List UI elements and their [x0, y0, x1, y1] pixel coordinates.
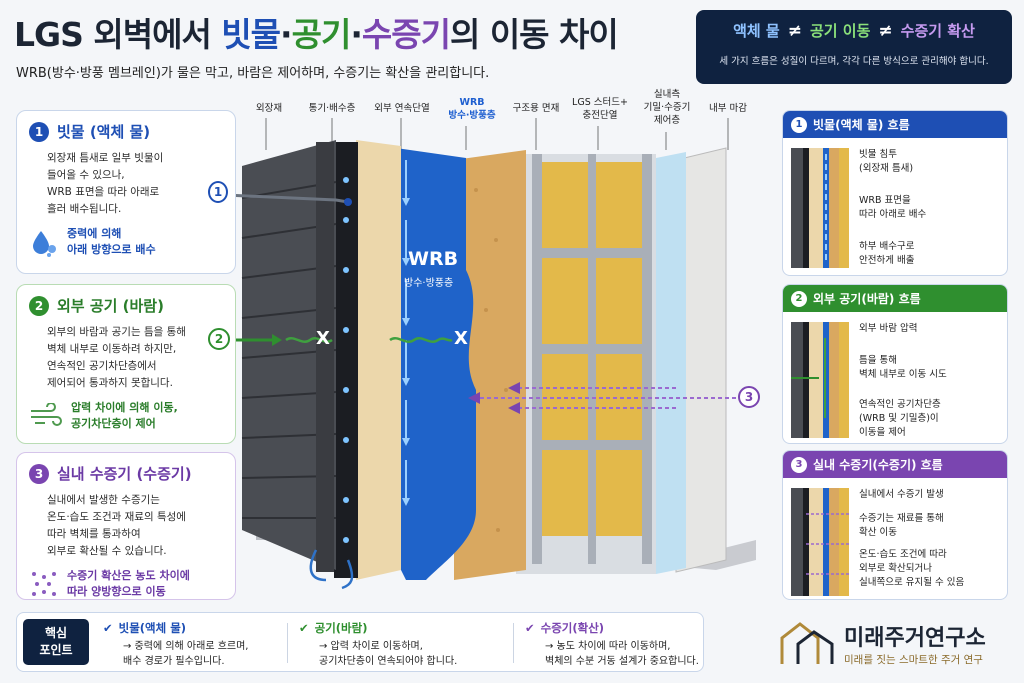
company-logo: 미래주거연구소 미래를 짓는 스마트한 주거 연구 — [774, 614, 1014, 674]
title-part1: LGS 외벽에서 — [14, 15, 222, 54]
not-equal-sign: ≠ — [787, 20, 802, 41]
mini-wall-air-icon — [791, 322, 849, 438]
water-drop-icon — [33, 231, 56, 257]
not-equal-sign: ≠ — [878, 20, 893, 41]
summary-item-air: 공기 이동 — [809, 22, 871, 40]
page-subtitle: WRB(방수·방풍 멤브레인)가 물은 막고, 바람은 제어하며, 수증기는 확… — [16, 66, 490, 81]
check-icon: ✔ — [103, 621, 113, 635]
layer-label-lgs: LGS 스터드+충전단열 — [572, 97, 628, 121]
summary-box: 액체 물 ≠ 공기 이동 ≠ 수증기 확산 세 가지 흐름은 성질이 다르며, … — [696, 10, 1012, 84]
wrb-overlay-sublabel: 방수·방풍층 — [404, 278, 454, 289]
card-title: 실내 수증기 (수증기) — [57, 465, 192, 483]
layer-label-cladding: 외장재 — [255, 103, 283, 114]
air-block-x-icon: X — [454, 328, 468, 349]
marker-1-icon: 1 — [208, 181, 228, 203]
summary-item-vapor: 수증기 확산 — [900, 22, 975, 40]
title-part2: 의 이동 차이 — [449, 15, 619, 54]
mini-wall-water-icon — [791, 148, 849, 268]
page-title: LGS 외벽에서 빗물·공기·수증기의 이동 차이 — [14, 8, 619, 56]
title-water: 빗물 — [221, 15, 281, 54]
layer-label-ci: 외부 연속단열 — [374, 103, 430, 114]
key-point-air: ✔공기(바람) → 압력 차이로 이동하며, 공기차단층이 연속되어야 합니다. — [299, 621, 458, 667]
wall-layers-svg — [236, 118, 756, 590]
card-number: 3 — [29, 463, 49, 484]
wrb-overlay-label: WRB — [408, 248, 459, 270]
logo-slogan: 미래를 짓는 스마트한 주거 연구 — [844, 654, 983, 666]
vapor-dots-icon — [32, 572, 56, 596]
summary-desc: 세 가지 흐름은 성질이 다르며, 각각 다른 방식으로 관리해야 합니다. — [719, 56, 989, 67]
key-point-vapor: ✔수증기(확산) → 농도 차이에 따라 이동하며, 벽체의 수분 거동 설계가… — [525, 621, 699, 667]
marker-3-icon: 3 — [738, 386, 760, 408]
house-logo-icon — [780, 622, 834, 664]
title-dot1: · — [280, 15, 293, 54]
card-number: 1 — [29, 121, 49, 142]
logo-name: 미래주거연구소 — [844, 626, 986, 651]
layer-label-sheathing: 구조용 면재 — [512, 103, 560, 114]
layer-label-interior: 내부 마감 — [709, 103, 747, 114]
key-point-water: ✔빗물(액체 물) → 중력에 의해 아래로 흐르며, 배수 경로가 필수입니다… — [103, 621, 249, 667]
title-air: 공기 — [291, 15, 352, 54]
card-title: 외부 공기 (바람) — [57, 297, 164, 315]
title-dot2: · — [350, 15, 363, 54]
check-icon: ✔ — [525, 621, 535, 635]
marker-2-icon: 2 — [208, 328, 230, 350]
key-points-bar: 핵심 포인트 ✔빗물(액체 물) → 중력에 의해 아래로 흐르며, 배수 경로… — [16, 612, 704, 672]
summary-item-water: 액체 물 — [733, 22, 780, 40]
key-points-label: 핵심 포인트 — [23, 619, 89, 665]
wind-icon — [31, 403, 62, 426]
check-icon: ✔ — [299, 621, 309, 635]
mini-wall-vapor-icon — [791, 488, 849, 596]
title-vapor: 수증기 — [361, 15, 451, 54]
card-note: 압력 차이에 의해 이동,공기차단층이 제어 — [29, 400, 223, 432]
air-block-x-icon: X — [316, 328, 330, 349]
card-title: 빗물 (액체 물) — [57, 123, 151, 141]
layer-label-ventilation: 통기·배수층 — [308, 103, 356, 114]
card-number: 2 — [29, 295, 49, 316]
